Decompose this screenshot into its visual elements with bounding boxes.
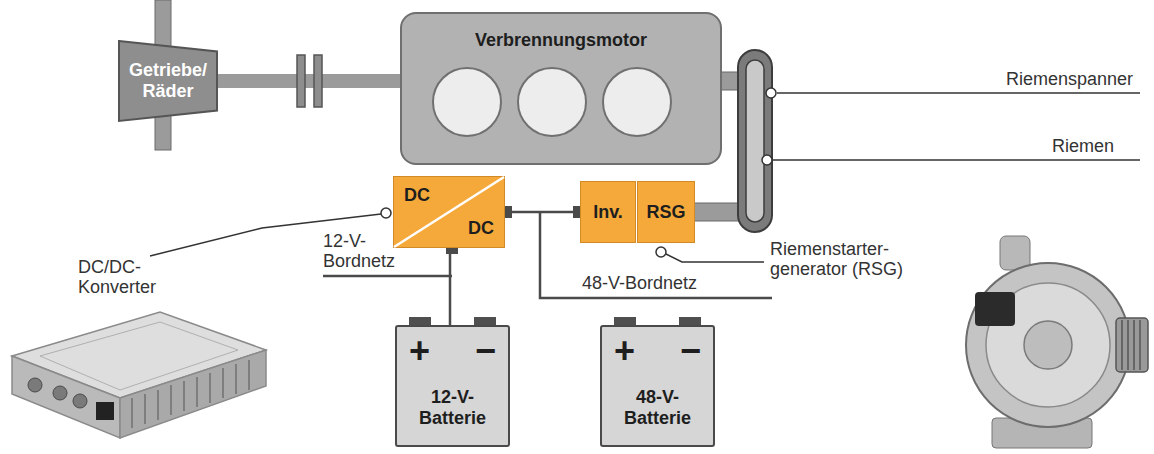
generator-shaft <box>694 203 744 221</box>
text-holder: DC <box>404 185 430 206</box>
cylinder <box>603 68 671 136</box>
node-text: + <box>614 330 635 371</box>
battery-outline <box>601 326 714 446</box>
part-label: 12-V- Bordnetz <box>323 231 395 271</box>
part-label: Riemenstarter- generator (RSG) <box>770 239 903 279</box>
terminal-post <box>28 378 42 392</box>
cylinder <box>518 68 586 136</box>
battery-outline <box>396 326 509 446</box>
battery: + − 12-V- Batterie <box>395 325 510 447</box>
text-holder: 12-V- Batterie <box>407 387 498 428</box>
label-holder: DC/DC- Konverter <box>78 258 160 298</box>
leader-line <box>666 254 764 262</box>
clutch-plate <box>297 55 305 107</box>
generator-hub <box>1024 321 1072 369</box>
converter-picture <box>12 312 266 438</box>
plug <box>505 206 512 218</box>
node-text: RSG <box>646 202 685 222</box>
battery: + − 48-V- Batterie <box>600 325 715 447</box>
cooling-ribs <box>132 360 249 428</box>
text-holder: Verbrennungsmotor <box>402 30 720 51</box>
pulley-grooves <box>1122 320 1140 370</box>
bus-line <box>323 275 452 278</box>
text-holder: Getriebe/ Räder <box>123 60 213 101</box>
clutch-plate <box>314 55 322 107</box>
node-text: Getriebe/ Räder <box>129 60 207 101</box>
plug <box>573 206 580 218</box>
node-text: DC <box>404 185 430 205</box>
divider-slash <box>394 177 504 247</box>
leader-line <box>777 92 1140 94</box>
text-holder: DC <box>468 218 494 239</box>
text-holder: + <box>409 333 430 369</box>
callout-dot <box>381 208 391 218</box>
converter-box: DC DC <box>393 176 505 248</box>
part-label: DC/DC- Konverter <box>78 257 156 297</box>
housing-front <box>12 356 120 438</box>
gearbox-outline <box>119 41 217 121</box>
belt-inner <box>746 60 764 222</box>
text-holder: RSG <box>646 202 685 223</box>
engine-block: Verbrennungsmotor <box>400 12 722 165</box>
callout-dot <box>766 88 776 98</box>
battery-terminal <box>409 317 431 326</box>
leader-line <box>773 159 1140 161</box>
drive-shaft <box>218 74 400 88</box>
node-text: 48-V- Batterie <box>624 387 691 428</box>
node-text: − <box>475 330 496 371</box>
node-text: Inv. <box>593 202 623 222</box>
callout-dot <box>762 155 772 165</box>
node-text: + <box>409 330 430 371</box>
text-holder: − <box>475 333 496 369</box>
battery-terminal <box>614 317 636 326</box>
text-holder: − <box>680 333 701 369</box>
terminal-post <box>73 394 87 408</box>
battery-terminal <box>474 317 496 326</box>
node-text: − <box>680 330 701 371</box>
label-holder: 12-V- Bordnetz <box>323 232 403 272</box>
callout-dot <box>656 247 666 257</box>
belt <box>738 50 772 232</box>
part-label: 48-V-Bordnetz <box>582 273 697 293</box>
pulley <box>1116 318 1148 372</box>
gearbox-block: Getriebe/ Räder <box>118 40 218 122</box>
part-label: Riemenspanner <box>1006 69 1133 89</box>
node-text: DC <box>468 218 494 238</box>
housing-side <box>120 350 266 438</box>
label-holder: Riemen <box>1052 137 1142 157</box>
plug <box>446 248 458 254</box>
connector-plug <box>96 402 114 420</box>
wire <box>505 211 580 214</box>
battery-terminal <box>679 317 701 326</box>
label-holder: 48-V-Bordnetz <box>582 274 732 294</box>
text-holder: Inv. <box>593 202 623 223</box>
label-holder: Riemenspanner <box>1006 70 1148 90</box>
part-label: Riemen <box>1052 136 1114 156</box>
text-holder: + <box>614 333 635 369</box>
connector-plug <box>975 292 1015 326</box>
cylinder <box>433 68 501 136</box>
mount-ear <box>1000 236 1030 270</box>
label-holder: Riemenstarter- generator (RSG) <box>770 240 920 280</box>
wire <box>449 248 452 325</box>
node-text: 12-V- Batterie <box>419 387 486 428</box>
generator-housing <box>966 263 1130 427</box>
terminal-post <box>53 386 67 400</box>
starter-generator-box: RSG <box>637 181 695 243</box>
inverter-box: Inv. <box>580 181 636 243</box>
node-text: Verbrennungsmotor <box>475 30 647 50</box>
generator-picture <box>966 236 1148 448</box>
text-holder: 48-V- Batterie <box>612 387 703 428</box>
